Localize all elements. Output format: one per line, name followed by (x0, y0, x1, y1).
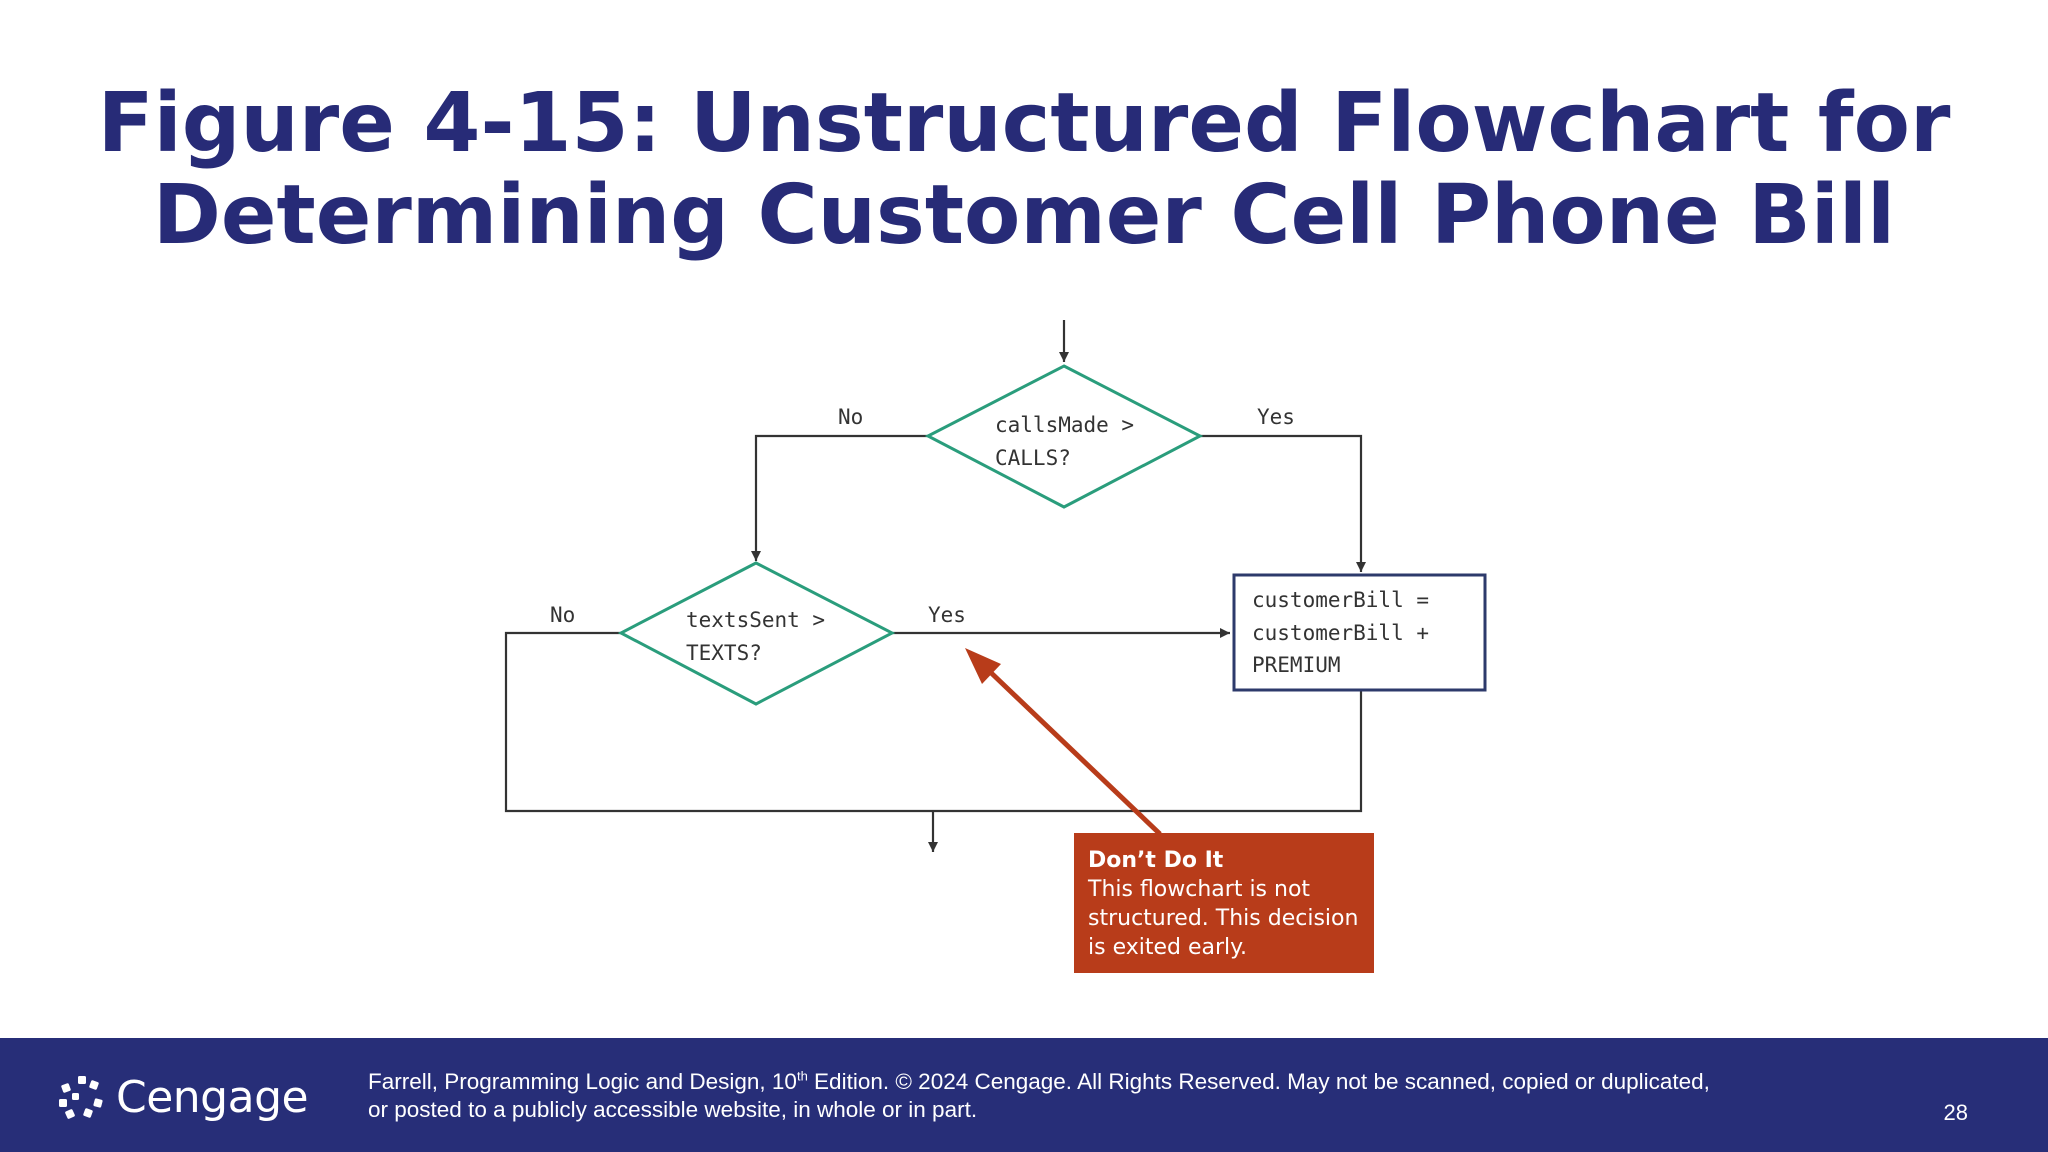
decision-calls-diamond (924, 364, 1204, 509)
decision-texts-diamond (617, 561, 896, 706)
decision-texts-yes-label: Yes (928, 603, 966, 627)
process-text-2: customerBill + (1252, 621, 1429, 645)
decision-calls-yes-label: Yes (1257, 405, 1295, 429)
slide-title-line2: Determining Customer Cell Phone Bill (152, 168, 1896, 263)
process-premium-box (1232, 573, 1487, 692)
decision-texts-no-label: No (550, 603, 575, 627)
copyright-text-pre: Farrell, Programming Logic and Design, 1… (368, 1069, 797, 1094)
callout-text-1: This flowchart is not (1087, 877, 1310, 902)
process-text-3: PREMIUM (1252, 653, 1341, 677)
decision-calls-no-label: No (838, 405, 863, 429)
decision2-no-path (504, 631, 1363, 813)
flowchart-diagram: callsMade > CALLS? No Yes textsSent > TE… (504, 320, 1487, 973)
cengage-wordmark: Cengage (116, 1071, 309, 1123)
page-number: 28 (1943, 1100, 1968, 1125)
cengage-logo: Cengage (58, 1071, 309, 1123)
callout-text-3: is exited early. (1088, 935, 1247, 960)
dont-do-it-callout (1074, 833, 1374, 973)
callout-text-2: structured. This decision (1088, 906, 1358, 931)
slide-title: Figure 4-15: Unstructured Flowchart for … (0, 78, 2048, 262)
callout-pointer-head (965, 648, 1001, 684)
callout-title: Don’t Do It (1088, 848, 1224, 873)
callout-pointer (983, 665, 1162, 836)
cengage-mark-icon (59, 1076, 103, 1119)
copyright-edition-sup: th (796, 1068, 808, 1084)
copyright-text-line2: or posted to a publicly accessible websi… (368, 1097, 978, 1122)
decision-calls-text-2: CALLS? (995, 446, 1071, 470)
decision1-yes-path (1200, 434, 1366, 572)
decision-calls-text-1: callsMade > (995, 413, 1134, 437)
decision-texts-text-1: textsSent > (686, 608, 825, 632)
copyright-text-post: Edition. © 2024 Cengage. All Rights Rese… (807, 1069, 1710, 1094)
decision1-no-path (751, 434, 928, 561)
footer-bar: Cengage Farrell, Programming Logic and D… (0, 1038, 2048, 1152)
process-text-1: customerBill = (1252, 588, 1429, 612)
slide-title-line1: Figure 4-15: Unstructured Flowchart for (97, 76, 1951, 171)
copyright-notice: Farrell, Programming Logic and Design, 1… (368, 1068, 1888, 1124)
decision-texts-text-2: TEXTS? (686, 641, 762, 665)
